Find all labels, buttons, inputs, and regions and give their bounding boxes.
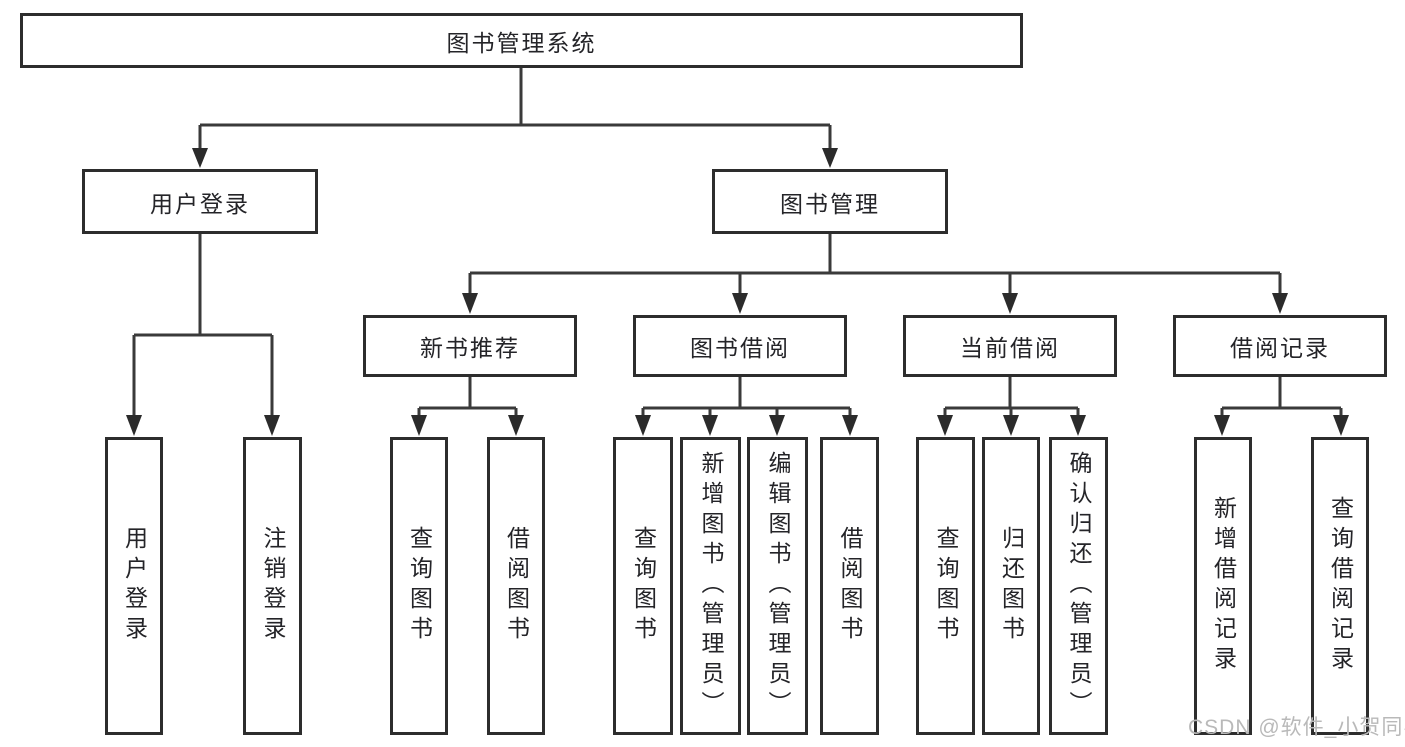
node-book-borrowing: 图书借阅	[633, 315, 847, 377]
node-leaf-query-books-current: 查询图书	[916, 437, 975, 735]
node-current-borrowing: 当前借阅	[903, 315, 1117, 377]
node-leaf-borrow-books: 借阅图书	[820, 437, 879, 735]
node-new-book-recommend: 新书推荐	[363, 315, 577, 377]
node-leaf-query-books-recommend-label: 查询图书	[406, 526, 433, 646]
node-leaf-query-books-borrow: 查询图书	[613, 437, 673, 735]
csdn-watermark: CSDN @软件_小贺同学	[1188, 716, 1405, 739]
node-leaf-return-book: 归还图书	[982, 437, 1040, 735]
node-leaf-query-books-recommend: 查询图书	[390, 437, 448, 735]
node-leaf-edit-book-admin-label: 编辑图书（管理员）	[765, 451, 791, 721]
node-leaf-borrow-books-recommend-label: 借阅图书	[503, 526, 530, 646]
node-leaf-add-book-admin: 新增图书（管理员）	[680, 437, 741, 735]
node-book-management-branch: 图书管理	[712, 169, 948, 234]
node-leaf-logout-label: 注销登录	[260, 526, 286, 646]
node-leaf-user-login-label: 用户登录	[121, 526, 148, 646]
node-leaf-add-borrow-record-label: 新增借阅记录	[1210, 496, 1237, 676]
node-leaf-add-book-admin-label: 新增图书（管理员）	[698, 451, 724, 721]
node-leaf-borrow-books-label: 借阅图书	[837, 526, 863, 646]
node-leaf-return-book-label: 归还图书	[998, 526, 1025, 646]
node-root-system: 图书管理系统	[20, 13, 1023, 68]
node-leaf-borrow-books-recommend: 借阅图书	[487, 437, 545, 735]
node-user-login-branch: 用户登录	[82, 169, 318, 234]
node-leaf-edit-book-admin: 编辑图书（管理员）	[747, 437, 808, 735]
node-leaf-query-borrow-record-label: 查询借阅记录	[1327, 496, 1354, 676]
node-leaf-confirm-return-admin-label: 确认归还（管理员）	[1066, 451, 1092, 721]
node-leaf-query-books-current-label: 查询图书	[933, 526, 959, 646]
node-leaf-logout: 注销登录	[243, 437, 302, 735]
node-leaf-query-borrow-record: 查询借阅记录	[1311, 437, 1369, 735]
node-leaf-confirm-return-admin: 确认归还（管理员）	[1049, 437, 1108, 735]
node-leaf-query-books-borrow-label: 查询图书	[630, 526, 657, 646]
node-borrowing-records: 借阅记录	[1173, 315, 1387, 377]
node-leaf-user-login: 用户登录	[105, 437, 163, 735]
node-leaf-add-borrow-record: 新增借阅记录	[1194, 437, 1252, 735]
